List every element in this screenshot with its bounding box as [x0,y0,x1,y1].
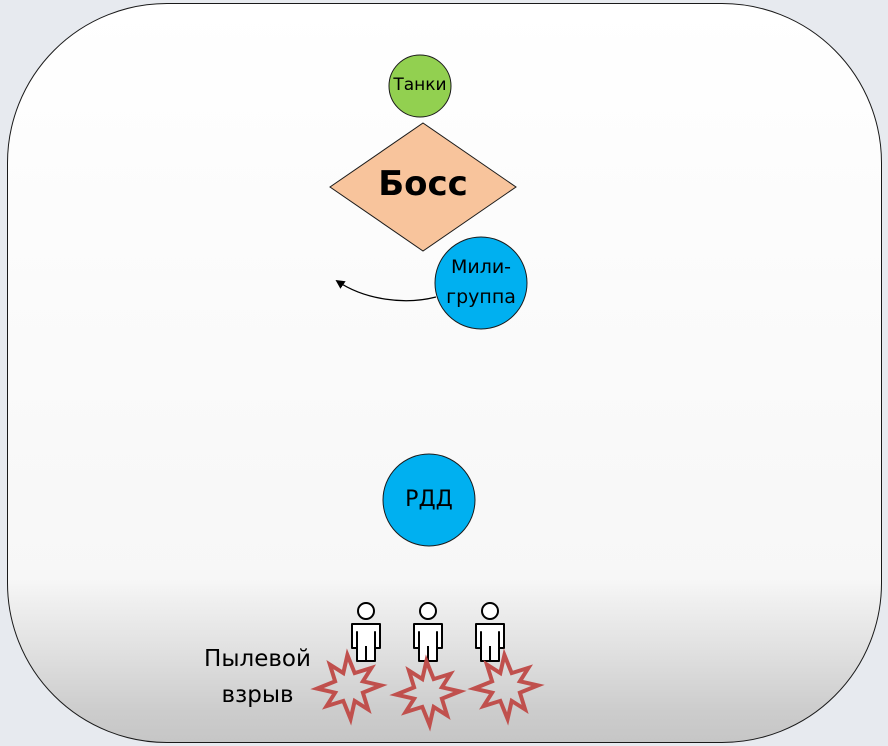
ranged-label: РДД [405,487,453,512]
boss-label: Босс [378,164,468,204]
melee-group-label-line2: группа [446,286,516,308]
explosion-icon [389,654,467,732]
melee-group-label-line1: Мили- [450,256,512,278]
explosion-icon [310,648,388,726]
dust-explosion-label-line1: Пылевой [204,646,311,672]
tanks-node [388,54,452,118]
person-icon [475,602,505,662]
melee-group-node [434,236,528,330]
boss-arena [7,3,882,743]
movement-arrow [335,279,437,302]
person-icon [413,602,443,662]
person-icon [351,602,381,662]
ranged-node [382,453,476,547]
tanks-label: Танки [393,75,447,95]
explosion-icon [467,648,545,726]
dust-explosion-label-line2: взрыв [221,682,294,708]
boss-node [329,122,517,252]
